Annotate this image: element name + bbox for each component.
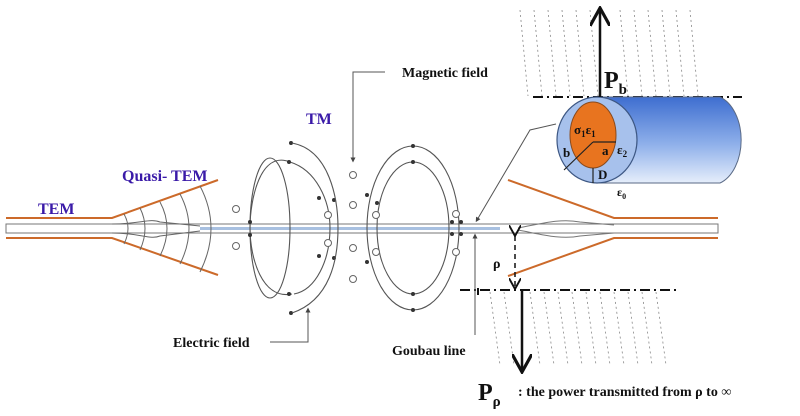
label-tm: TM	[306, 111, 332, 128]
label-power-rho: Pρ	[478, 380, 501, 410]
hatch-region-bottom	[489, 291, 667, 366]
label-sigma1-eps1: σ1ε1	[574, 122, 596, 139]
label-magnetic-field: Magnetic field	[402, 66, 488, 81]
hatch-region-top	[519, 9, 699, 97]
label-eps0: ε0	[617, 185, 626, 201]
left-launcher	[6, 179, 219, 276]
magnetic-field-markers	[232, 171, 460, 283]
radius-b-line	[563, 141, 594, 171]
goubau-wire	[5, 220, 719, 238]
magnetic-field-callout	[350, 71, 385, 163]
quasi-tem-wavefronts	[111, 185, 212, 273]
electric-field-loop	[249, 159, 293, 296]
right-launcher	[507, 179, 718, 277]
cross-section-cylinder	[556, 96, 742, 184]
label-electric-field: Electric field	[173, 336, 250, 351]
label-rho: ρ	[493, 257, 501, 272]
electric-field-callout	[270, 307, 311, 343]
label-power-rho-description: : the power transmitted from ρ to ∞	[518, 385, 731, 400]
electric-field-outer-left	[291, 142, 339, 314]
label-goubau-line: Goubau line	[392, 344, 466, 359]
electric-field-loops-left	[249, 157, 331, 299]
cross-section-callout	[475, 123, 557, 223]
label-eps2: ε2	[617, 142, 628, 159]
label-power-b: Pb	[604, 68, 627, 98]
label-tem: TEM	[38, 201, 74, 218]
label-distance-d: D	[598, 167, 607, 182]
label-radius-a: a	[602, 143, 609, 158]
label-quasi-tem: Quasi- TEM	[122, 168, 208, 185]
label-radius-b: b	[563, 145, 570, 160]
